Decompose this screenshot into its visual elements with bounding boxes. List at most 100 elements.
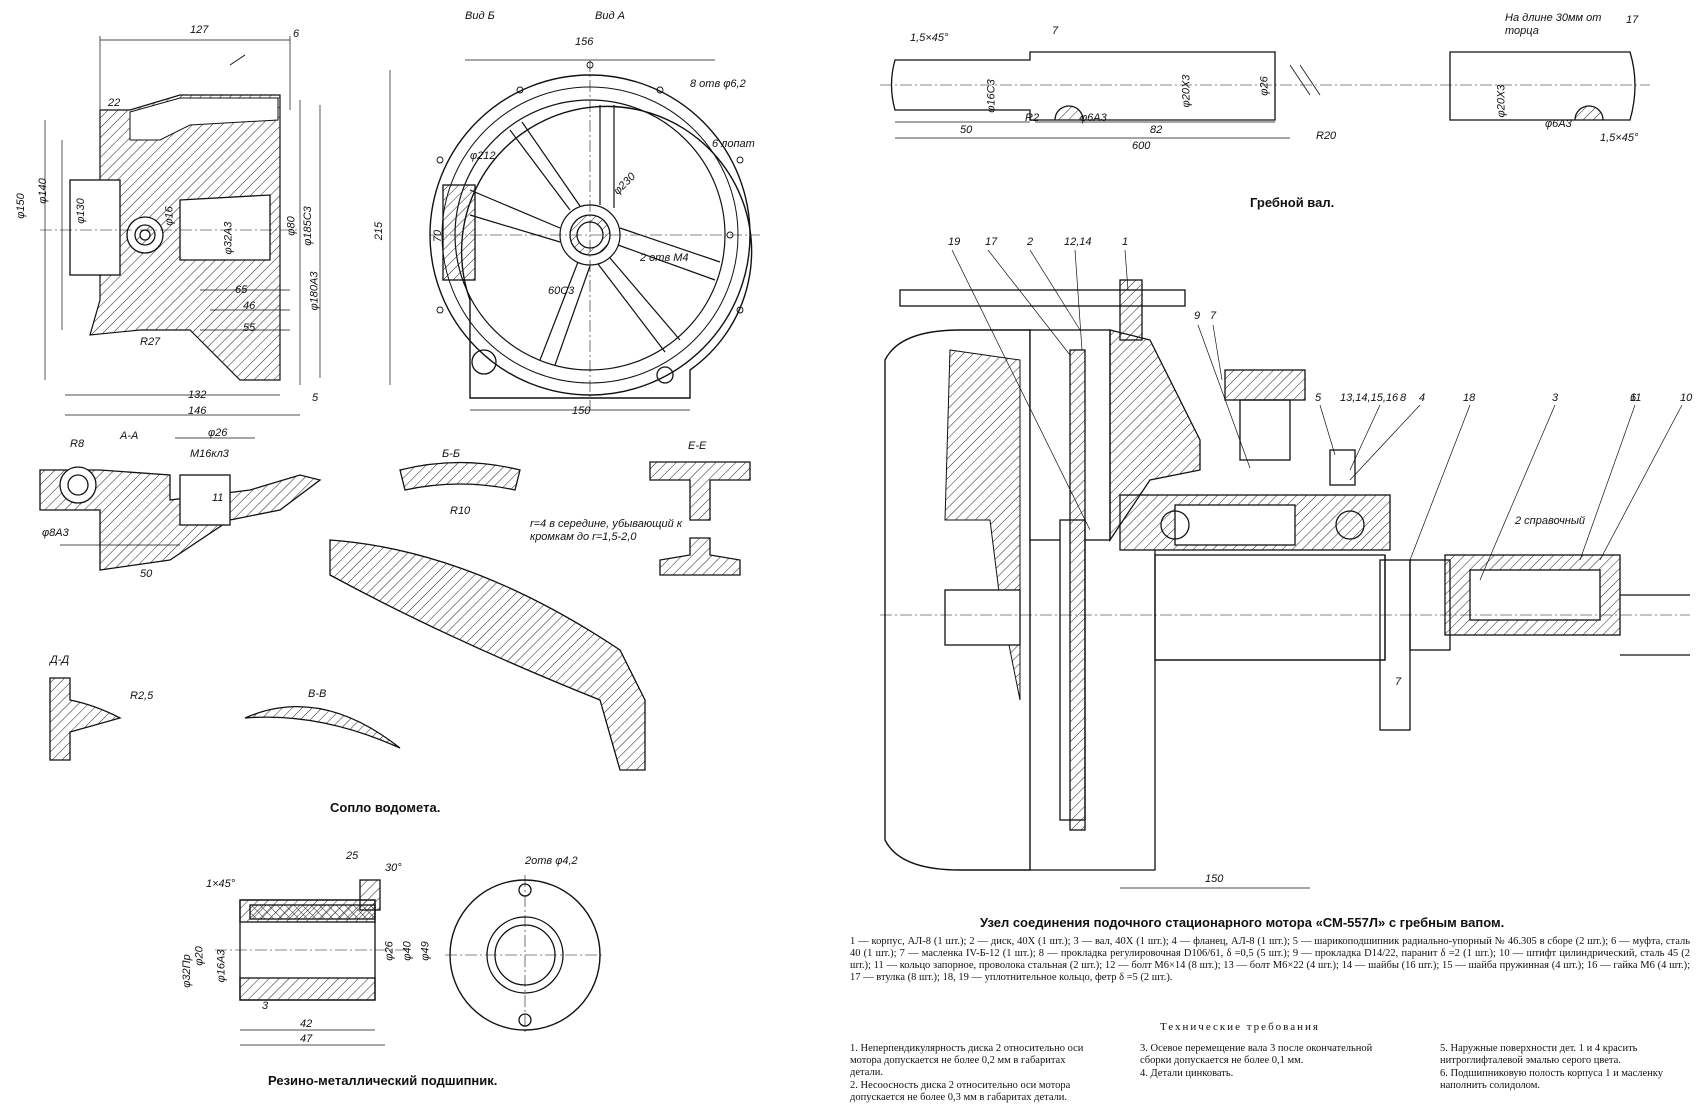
dim-3: 3 <box>262 1000 269 1012</box>
label-vid-b: Вид Б <box>465 10 495 22</box>
callout-8: 8 <box>1400 392 1407 404</box>
requirement-5: 5. Наружные поверхности дет. 1 и 4 краси… <box>1440 1043 1638 1066</box>
dim-30deg: 30° <box>385 862 402 874</box>
bearing-section <box>215 879 410 1046</box>
dim-shaft-r20: R20 <box>1316 130 1337 142</box>
label-section-vv: В-В <box>308 688 327 700</box>
dim-bearing-d49: φ49 <box>419 941 432 961</box>
note-holes: 8 отв φ6,2 <box>690 78 746 90</box>
dim-5: 5 <box>312 392 319 404</box>
dim-shaft-d20-right: φ20Х3 <box>1495 84 1508 118</box>
callout-10: 10 <box>1680 392 1693 404</box>
caption-assembly: Узел соединения подочного стационарного … <box>980 915 1505 930</box>
requirements-title: Технические требования <box>1160 1021 1320 1033</box>
callout-19: 19 <box>948 236 961 248</box>
dim-d212: φ212 <box>470 150 496 162</box>
dim-assembly-150: 150 <box>1205 873 1224 885</box>
dim-d130: φ130 <box>74 198 87 224</box>
callout-17: 17 <box>985 236 998 248</box>
caption-nozzle: Сопло водомета. <box>330 800 441 815</box>
dim-assembly-7: 7 <box>1395 676 1402 688</box>
dim-47: 47 <box>300 1033 313 1045</box>
callout-6: 6 <box>1630 392 1637 404</box>
dim-156: 156 <box>575 36 594 48</box>
dim-bearing-d26: φ26 <box>383 941 396 961</box>
dim-shaft-d20: φ20Х3 <box>1180 74 1193 108</box>
dim-d185: φ185С3 <box>301 206 314 246</box>
callout-5: 5 <box>1315 392 1322 404</box>
dim-r27: R27 <box>140 336 161 348</box>
dim-shaft-d6a-right: φ6А3 <box>1545 118 1572 130</box>
parts-legend: 1 — корпус, АЛ-8 (1 шт.); 2 — диск, 40Х … <box>850 936 1690 983</box>
requirement-2: 2. Несоосность диска 2 относительно оси … <box>850 1080 1071 1103</box>
nozzle-section-view <box>40 36 321 416</box>
dim-d140: φ140 <box>36 178 49 204</box>
dim-shaft-d16: φ16С3 <box>985 79 998 113</box>
callout-1: 1 <box>1122 236 1129 248</box>
requirements-col2: 3. Осевое перемещение вала 3 после оконч… <box>1140 1043 1380 1081</box>
requirement-3: 3. Осевое перемещение вала 3 после оконч… <box>1140 1043 1373 1066</box>
section-b-b <box>399 461 521 491</box>
dim-70: 70 <box>432 229 445 243</box>
dim-shaft-chamfer-right: 1,5×45° <box>1600 132 1639 144</box>
dim-shaft-d26: φ26 <box>1258 76 1271 96</box>
dim-d60: 60С3 <box>548 285 575 297</box>
note-radius: r=4 в середине, убывающий к кромкам до r… <box>530 518 683 543</box>
bearing-end-view <box>445 875 605 1035</box>
section-a-a <box>39 437 322 571</box>
dim-d80: φ80 <box>285 216 298 236</box>
requirements-col1: 1. Неперпендикулярность диска 2 относите… <box>850 1043 1095 1105</box>
dim-d180: φ180А3 <box>308 271 321 311</box>
dim-22: 22 <box>108 97 121 109</box>
section-nozzle-wall <box>329 539 646 771</box>
assembly-leader-lines <box>951 249 1683 581</box>
dim-d26: φ26 <box>208 427 228 439</box>
dim-65: 65 <box>235 284 248 296</box>
dim-r10: R10 <box>450 505 471 517</box>
dim-25: 25 <box>346 850 359 862</box>
dim-m16: М16кл3 <box>190 448 229 460</box>
dim-shaft-chamfer: 1,5×45° <box>910 32 949 44</box>
callout-7: 7 <box>1210 310 1217 322</box>
dim-shaft-17: 17 <box>1626 14 1639 26</box>
dim-d8: φ8А3 <box>42 527 69 539</box>
dim-bearing-d40: φ40 <box>401 941 414 961</box>
requirements-col3: 5. Наружные поверхности дет. 1 и 4 краси… <box>1440 1043 1690 1093</box>
requirement-6: 6. Подшипниковую полость корпуса 1 и мас… <box>1440 1068 1663 1091</box>
dim-r8: R8 <box>70 438 85 450</box>
label-section-dd: Д-Д <box>50 654 70 666</box>
dim-11: 11 <box>212 492 224 504</box>
dim-d16: φ16 <box>163 206 176 226</box>
dim-150-front: 150 <box>572 405 591 417</box>
dim-42: 42 <box>300 1018 313 1030</box>
propeller-shaft <box>880 51 1650 139</box>
dim-shaft-50: 50 <box>960 124 973 136</box>
callout-12-14: 12,14 <box>1064 236 1092 248</box>
dim-shaft-600: 600 <box>1132 140 1151 152</box>
requirement-1: 1. Неперпендикулярность диска 2 относите… <box>850 1043 1084 1078</box>
label-vid-a: Вид А <box>595 10 625 22</box>
callout-4: 4 <box>1419 392 1426 404</box>
dim-r25: R2,5 <box>130 690 154 702</box>
callout-11: 11 <box>1630 392 1642 404</box>
dim-shaft-82: 82 <box>1150 124 1163 136</box>
section-e-e <box>649 461 751 576</box>
dim-6: 6 <box>293 28 300 40</box>
nozzle-front-view <box>389 59 760 411</box>
dim-shaft-r2: R2 <box>1025 112 1040 124</box>
dim-shaft-7: 7 <box>1052 25 1059 37</box>
dim-1x45: 1×45° <box>206 878 236 890</box>
dim-50: 50 <box>140 568 153 580</box>
dim-46: 46 <box>243 300 256 312</box>
dim-132: 132 <box>188 389 207 401</box>
callout-18: 18 <box>1463 392 1476 404</box>
dim-shaft-d6a: φ6А3 <box>1080 112 1107 124</box>
caption-bearing: Резино-металлический подшипник. <box>268 1073 498 1088</box>
label-section-aa: А-А <box>120 430 139 442</box>
section-d-d <box>49 677 122 761</box>
label-section-bb: Б-Б <box>442 448 460 460</box>
callout-2: 2 <box>1027 236 1034 248</box>
section-v-v <box>244 706 401 749</box>
motor-assembly-section <box>880 279 1690 889</box>
